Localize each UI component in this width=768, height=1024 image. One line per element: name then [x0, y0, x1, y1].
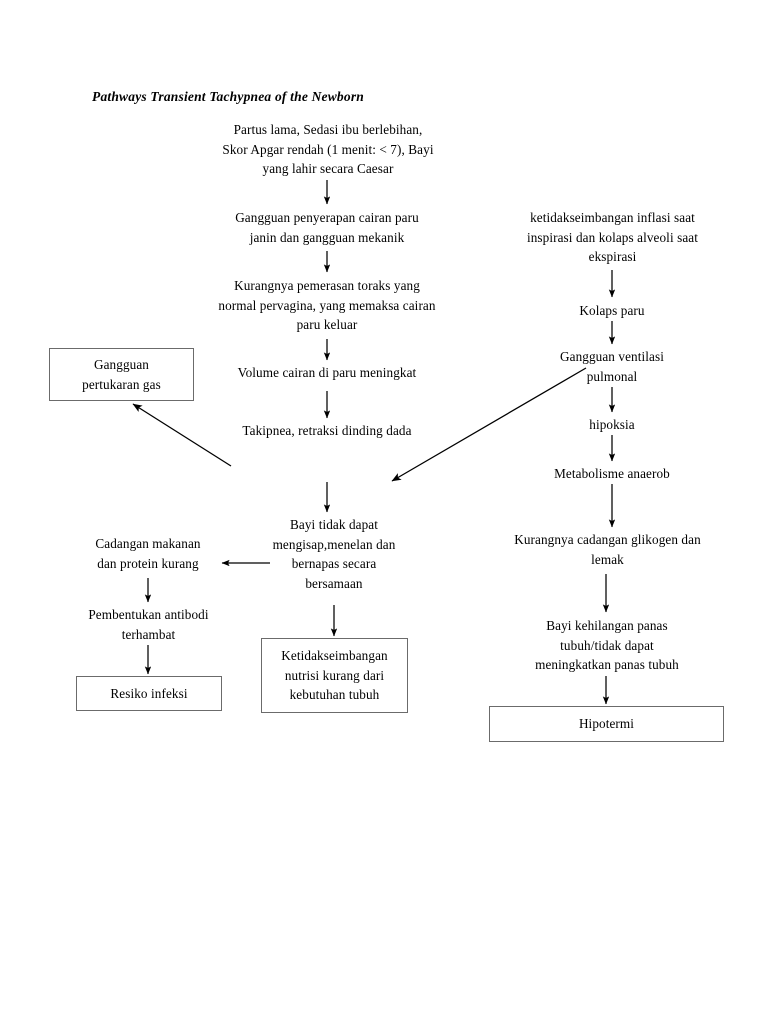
node-volume-cairan: Volume cairan di paru meningkat: [237, 365, 417, 380]
node-gangguan-pertukaran-gas: Gangguan pertukaran gas: [49, 348, 194, 401]
node-ketidakseimbangan-nutrisi: Ketidakseimbangan nutrisi kurang dari ke…: [261, 638, 408, 713]
node-gangguan-penyerapan: Gangguan penyerapan cairan paru janin da…: [235, 210, 419, 245]
node-metabolisme-anaerob: Metabolisme anaerob: [554, 466, 670, 481]
node-partus-lama: Partus lama, Sedasi ibu berlebihan, Skor…: [222, 122, 434, 176]
node-bayi-tidak-dapat: Bayi tidak dapat mengisap,menelan dan be…: [272, 517, 396, 591]
node-kolaps-paru: Kolaps paru: [579, 303, 645, 318]
node-hipotermi-label: Hipotermi: [578, 716, 635, 732]
node-kurangnya-pemerasan: Kurangnya pemerasan toraks yang normal p…: [218, 278, 436, 332]
node-takipnea: Takipnea, retraksi dinding dada: [242, 423, 412, 438]
node-pembentukan-antibodi: Pembentukan antibodi terhambat: [88, 607, 209, 642]
node-cadangan-makanan: Cadangan makanan dan protein kurang: [95, 536, 201, 571]
node-ketidakseimbangan-inflasi: ketidakseimbangan inflasi saat inspirasi…: [526, 210, 699, 264]
node-hipotermi: Hipotermi: [489, 706, 724, 742]
node-resiko-infeksi: Resiko infeksi: [76, 676, 222, 711]
node-bayi-kehilangan-panas: Bayi kehilangan panas tubuh/tidak dapat …: [535, 618, 679, 672]
page-title: Pathways Transient Tachypnea of the Newb…: [92, 89, 364, 104]
node-ketidakseimbangan-nutrisi-label: Ketidakseimbangan nutrisi kurang dari ke…: [281, 648, 388, 703]
node-gangguan-pertukaran-gas-label: Gangguan pertukaran gas: [82, 357, 161, 392]
node-resiko-infeksi-label: Resiko infeksi: [110, 685, 188, 701]
node-gangguan-ventilasi: Gangguan ventilasi pulmonal: [560, 349, 664, 384]
node-hipoksia: hipoksia: [589, 417, 635, 432]
node-kurangnya-cadangan-glikogen: Kurangnya cadangan glikogen dan lemak: [514, 532, 701, 567]
